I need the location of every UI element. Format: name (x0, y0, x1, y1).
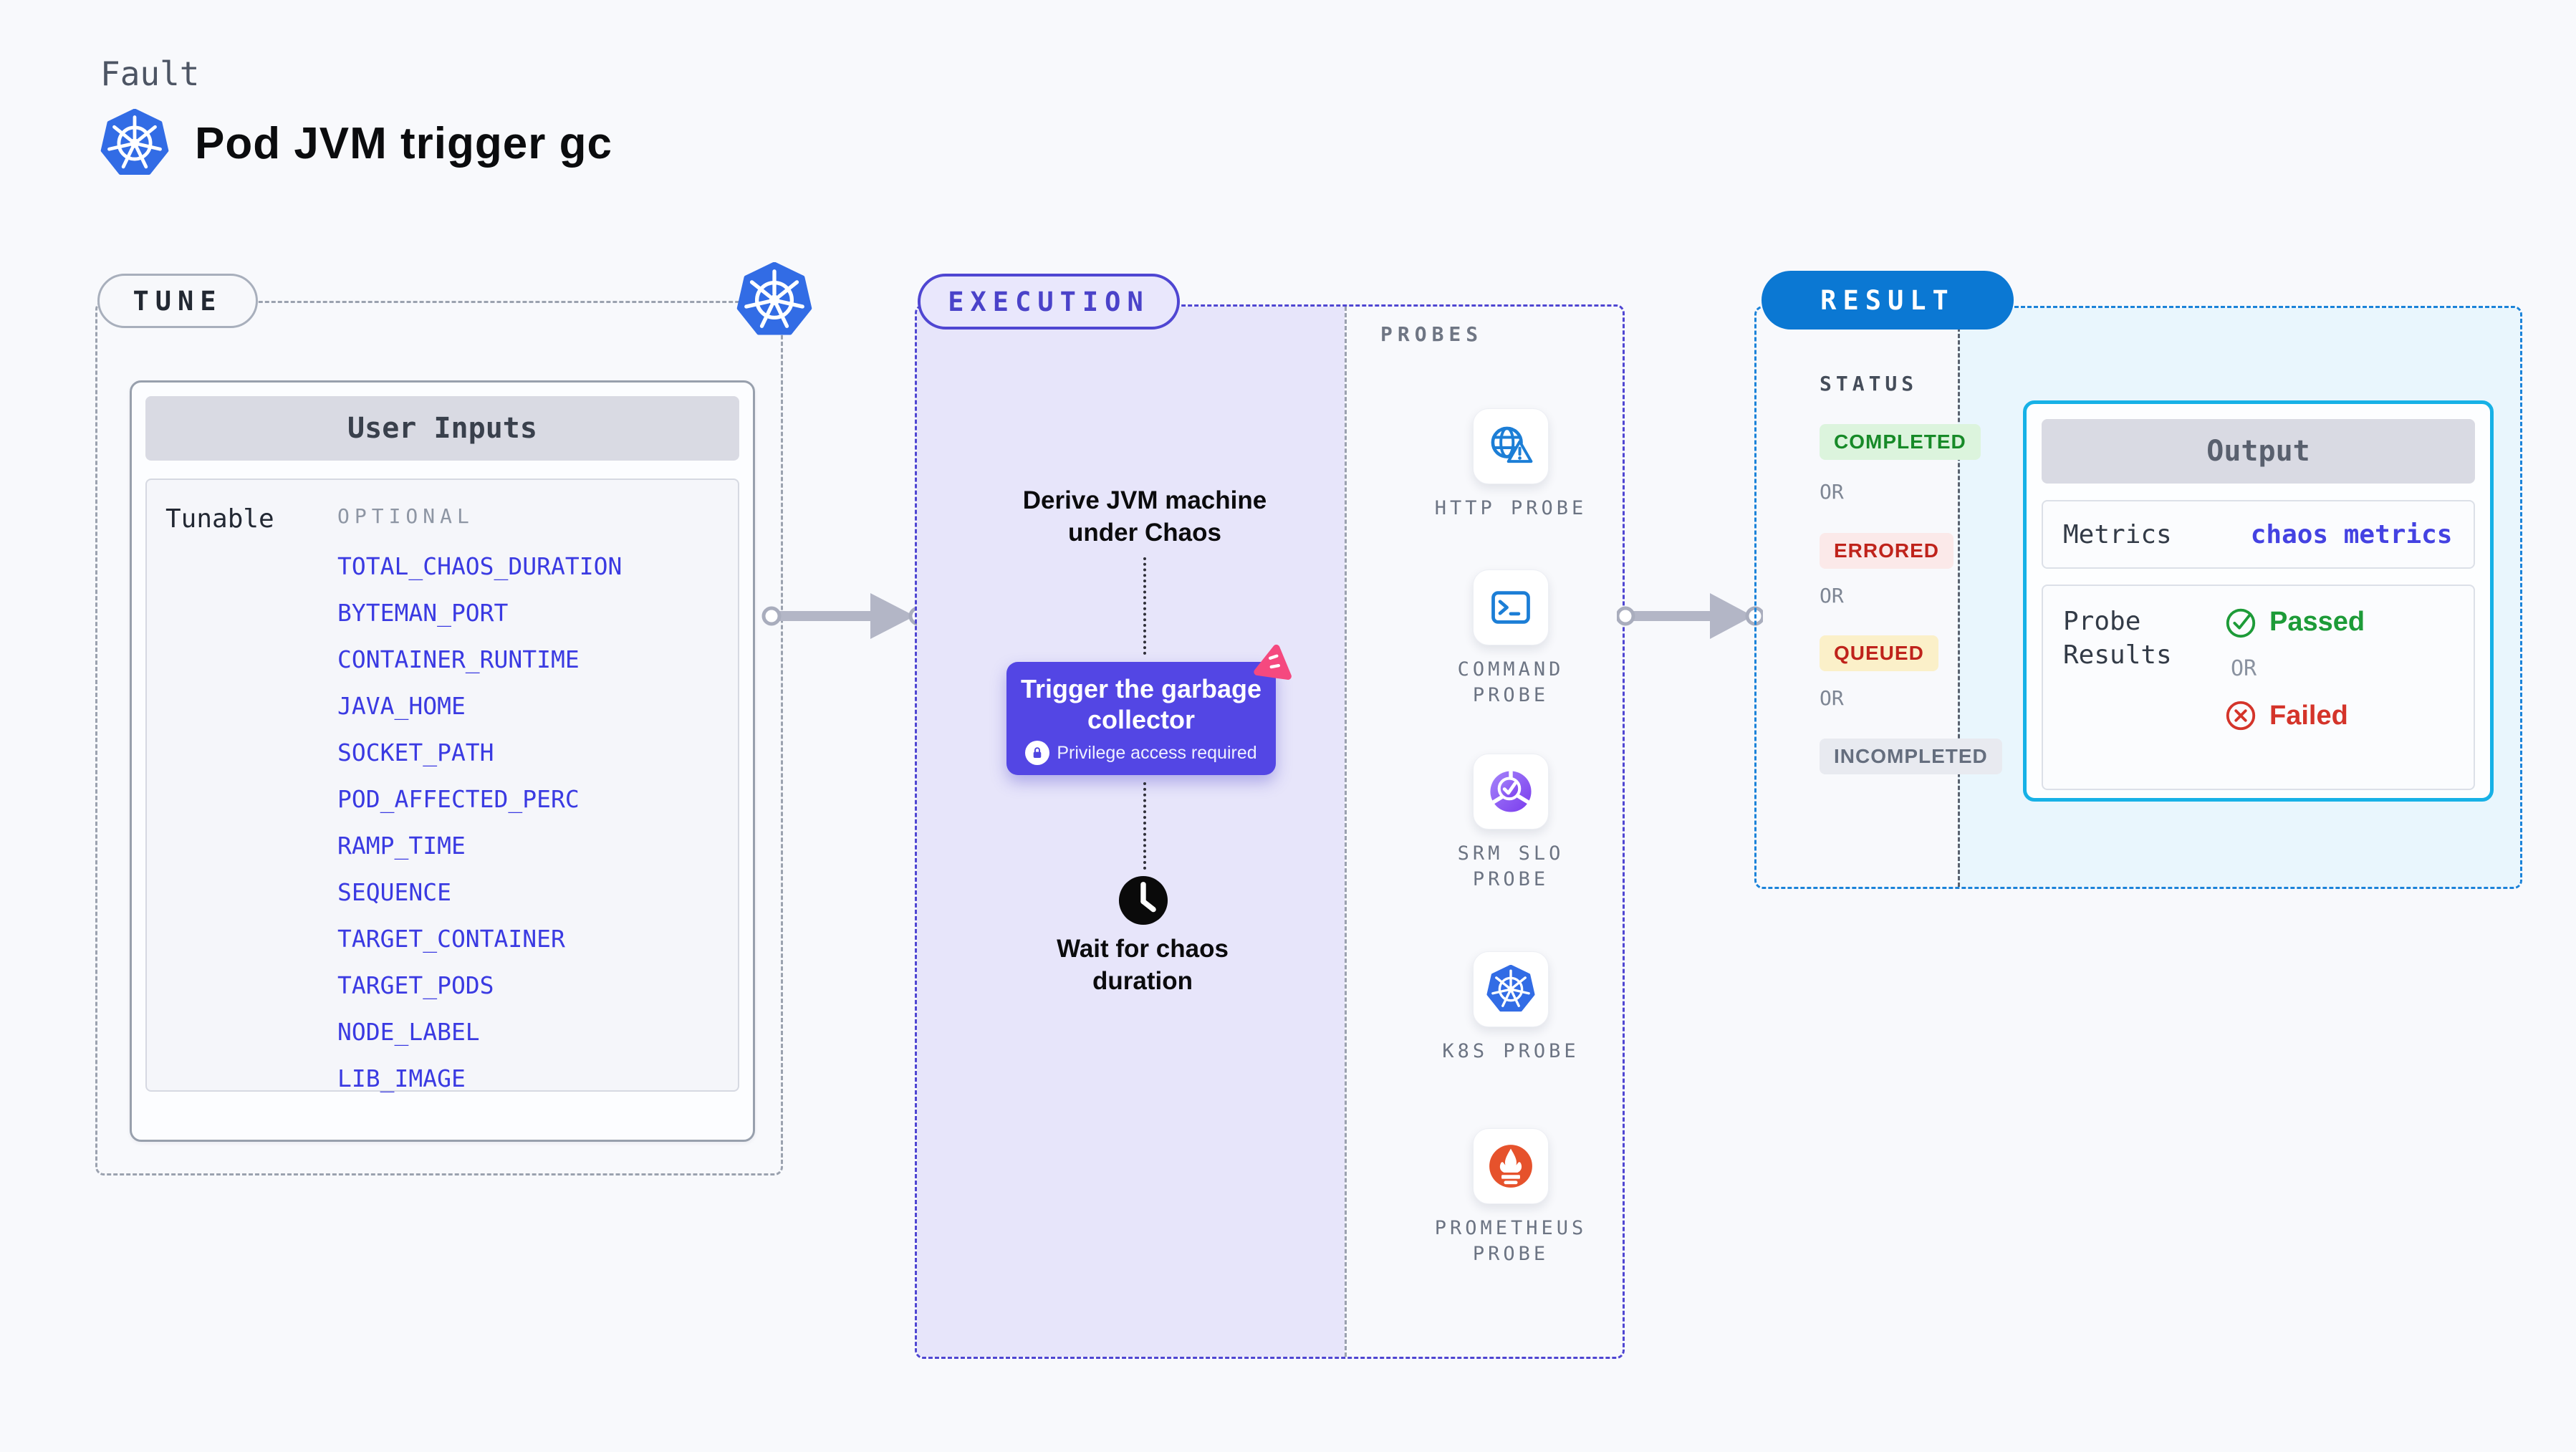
output-title: Output (2042, 419, 2475, 484)
probe-label: HTTP PROBE (1434, 497, 1587, 519)
probe-label: COMMAND PROBE (1457, 658, 1565, 706)
check-circle-icon (2224, 605, 2258, 639)
kubernetes-icon (736, 262, 812, 338)
probe-results-row: Probe Results Passed OR Failed (2042, 585, 2475, 790)
probe-label: K8S PROBE (1442, 1040, 1580, 1062)
metrics-value-link[interactable]: chaos metrics (2250, 519, 2453, 549)
param-link[interactable]: TARGET_CONTAINER (337, 925, 565, 953)
x-circle-icon (2224, 698, 2258, 733)
optional-column-label: OPTIONAL (337, 504, 474, 528)
probe-results-values: Passed OR Failed (2224, 605, 2365, 770)
result-pill[interactable]: RESULT (1762, 271, 2014, 330)
probe-item-http: HTTP PROBE (1403, 408, 1618, 521)
terminal-icon (1486, 583, 1535, 632)
derive-step-text: Derive JVM machine under Chaos (1022, 486, 1267, 547)
trigger-gc-node[interactable]: Trigger the garbage collector Privilege … (1006, 662, 1276, 775)
metrics-label: Metrics (2063, 519, 2172, 549)
user-inputs-card: User Inputs Tunable OPTIONAL TOTAL_CHAOS… (130, 380, 755, 1142)
param-link[interactable]: POD_AFFECTED_PERC (337, 785, 580, 813)
lock-icon (1025, 741, 1050, 765)
flow-arrow-icon (761, 593, 928, 639)
http-probe-card[interactable] (1473, 408, 1549, 484)
trigger-gc-title: Trigger the garbage collector (1020, 674, 1262, 734)
status-badge-queued: QUEUED (1820, 635, 1938, 671)
probes-lane-divider (1345, 307, 1347, 1357)
param-link[interactable]: JAVA_HOME (337, 692, 466, 720)
flow-dotted-connector (1143, 557, 1146, 655)
privilege-note-row: Privilege access required (1006, 741, 1276, 765)
execution-lane-fill (917, 307, 1345, 1357)
result-lane-divider (1958, 308, 1960, 887)
tunable-row-label: Tunable (165, 504, 274, 534)
param-link[interactable]: RAMP_TIME (337, 832, 466, 860)
srm-slo-probe-card[interactable] (1473, 754, 1549, 830)
flow-arrow-icon (1617, 593, 1763, 639)
probe-item-k8s: K8S PROBE (1403, 951, 1618, 1064)
probe-item-prometheus: PROMETHEUS PROBE (1403, 1128, 1618, 1267)
or-label: OR (1820, 480, 1844, 504)
prometheus-probe-card[interactable] (1473, 1128, 1549, 1204)
tune-pill[interactable]: TUNE (97, 274, 258, 328)
or-label: OR (2231, 656, 2257, 681)
page-title: Pod JVM trigger gc (195, 118, 612, 168)
wait-step-text: Wait for chaos duration (1057, 935, 1229, 995)
param-link[interactable]: SOCKET_PATH (337, 739, 494, 766)
privilege-note: Privilege access required (1057, 742, 1257, 763)
command-probe-card[interactable] (1473, 569, 1549, 645)
param-link[interactable]: SEQUENCE (337, 878, 451, 906)
page-kicker: Fault (100, 54, 200, 93)
slo-check-icon (1486, 767, 1535, 816)
status-badge-completed: COMPLETED (1820, 424, 1981, 460)
clock-icon (1117, 874, 1170, 927)
tunable-params-column: OPTIONAL TOTAL_CHAOS_DURATION BYTEMAN_PO… (337, 504, 724, 1111)
failed-label: Failed (2269, 700, 2348, 731)
passed-label: Passed (2269, 606, 2365, 637)
tune-section-box (95, 301, 783, 1175)
param-link[interactable]: TOTAL_CHAOS_DURATION (337, 552, 623, 580)
k8s-probe-card[interactable] (1473, 951, 1549, 1027)
status-column-label: STATUS (1820, 372, 1918, 395)
output-card: Output Metrics chaos metrics Probe Resul… (2023, 400, 2494, 802)
kubernetes-icon (1486, 965, 1535, 1014)
status-badge-errored: ERRORED (1820, 533, 1954, 569)
probe-label: PROMETHEUS PROBE (1434, 1217, 1587, 1265)
probe-item-srm-slo: SRM SLO PROBE (1403, 754, 1618, 893)
failed-line: Failed (2224, 698, 2365, 733)
passed-line: Passed (2224, 605, 2365, 639)
param-link[interactable]: LIB_IMAGE (337, 1064, 466, 1092)
execution-section-box (915, 304, 1625, 1359)
param-link[interactable]: BYTEMAN_PORT (337, 599, 509, 627)
param-link[interactable]: NODE_LABEL (337, 1018, 480, 1046)
probe-item-command: COMMAND PROBE (1403, 569, 1618, 708)
param-link[interactable]: TARGET_PODS (337, 971, 494, 999)
flow-dotted-connector (1143, 782, 1146, 870)
param-link[interactable]: CONTAINER_RUNTIME (337, 645, 580, 673)
probe-results-label: Probe Results (2063, 607, 2172, 670)
or-label: OR (1820, 686, 1844, 710)
metrics-row: Metrics chaos metrics (2042, 500, 2475, 569)
probe-label: SRM SLO PROBE (1457, 842, 1565, 890)
prometheus-icon (1486, 1142, 1535, 1191)
kubernetes-icon (100, 109, 169, 178)
page-title-row: Pod JVM trigger gc (100, 109, 612, 178)
globe-alert-icon (1487, 423, 1534, 470)
chaos-cursor-icon (1253, 640, 1297, 684)
status-badge-incompleted: INCOMPLETED (1820, 739, 2002, 774)
user-inputs-title: User Inputs (145, 396, 739, 461)
user-inputs-table: Tunable OPTIONAL TOTAL_CHAOS_DURATION BY… (145, 479, 739, 1092)
probes-column-label: PROBES (1380, 322, 1484, 346)
execution-pill[interactable]: EXECUTION (918, 274, 1180, 330)
or-label: OR (1820, 584, 1844, 607)
